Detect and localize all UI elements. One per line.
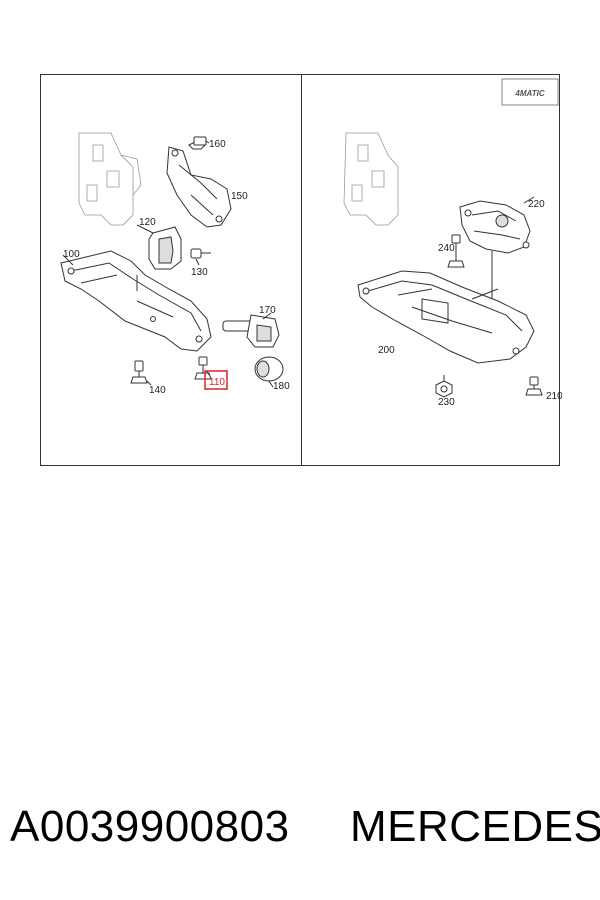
callout-150: 150 [231,191,248,202]
engine-outline [78,132,142,226]
part-230-nut [435,375,453,398]
callout-230: 230 [438,397,455,408]
part-160-bolt [188,136,210,150]
engine-outline-right [343,132,399,226]
callout-180: 180 [273,381,290,392]
callout-170: 170 [259,305,276,316]
callout-110: 110 [209,377,225,388]
part-number: A0039900803 [10,802,290,851]
callout-200: 200 [378,345,395,356]
part-130-bolt [190,248,211,266]
part-110-bolt [194,356,212,380]
part-120-mount [136,224,182,270]
callout-110-highlight [204,370,228,390]
parts-diagram: 160 150 120 130 100 170 110 140 180 4MAT… [40,74,562,466]
part-240-bolt [447,234,465,268]
callout-240: 240 [438,243,455,254]
part-180-bushing [254,356,284,388]
part-220-mount [459,196,535,337]
part-200-crossmember [357,270,535,364]
4matic-badge-box [501,78,559,106]
callout-160: 160 [209,139,226,150]
callout-120: 120 [139,217,156,228]
callout-210: 210 [546,391,562,402]
caption: A0039900803 MERCEDES [0,800,600,870]
callout-100: 100 [63,249,80,260]
callout-130: 130 [191,267,208,278]
part-170-mount [222,312,280,348]
part-140-bolt [130,360,152,386]
4matic-badge: 4MATIC [514,89,544,98]
brand-name: MERCEDES [350,802,600,851]
panel-divider [301,75,302,465]
part-210-bolt [525,376,543,396]
callout-140: 140 [149,385,166,396]
callout-220: 220 [528,199,545,210]
left-panel: 160 150 120 130 100 170 110 140 180 [60,132,290,396]
part-100-crossmember [60,250,212,352]
part-150-bracket [166,146,232,228]
right-panel: 4MATIC [343,78,562,408]
